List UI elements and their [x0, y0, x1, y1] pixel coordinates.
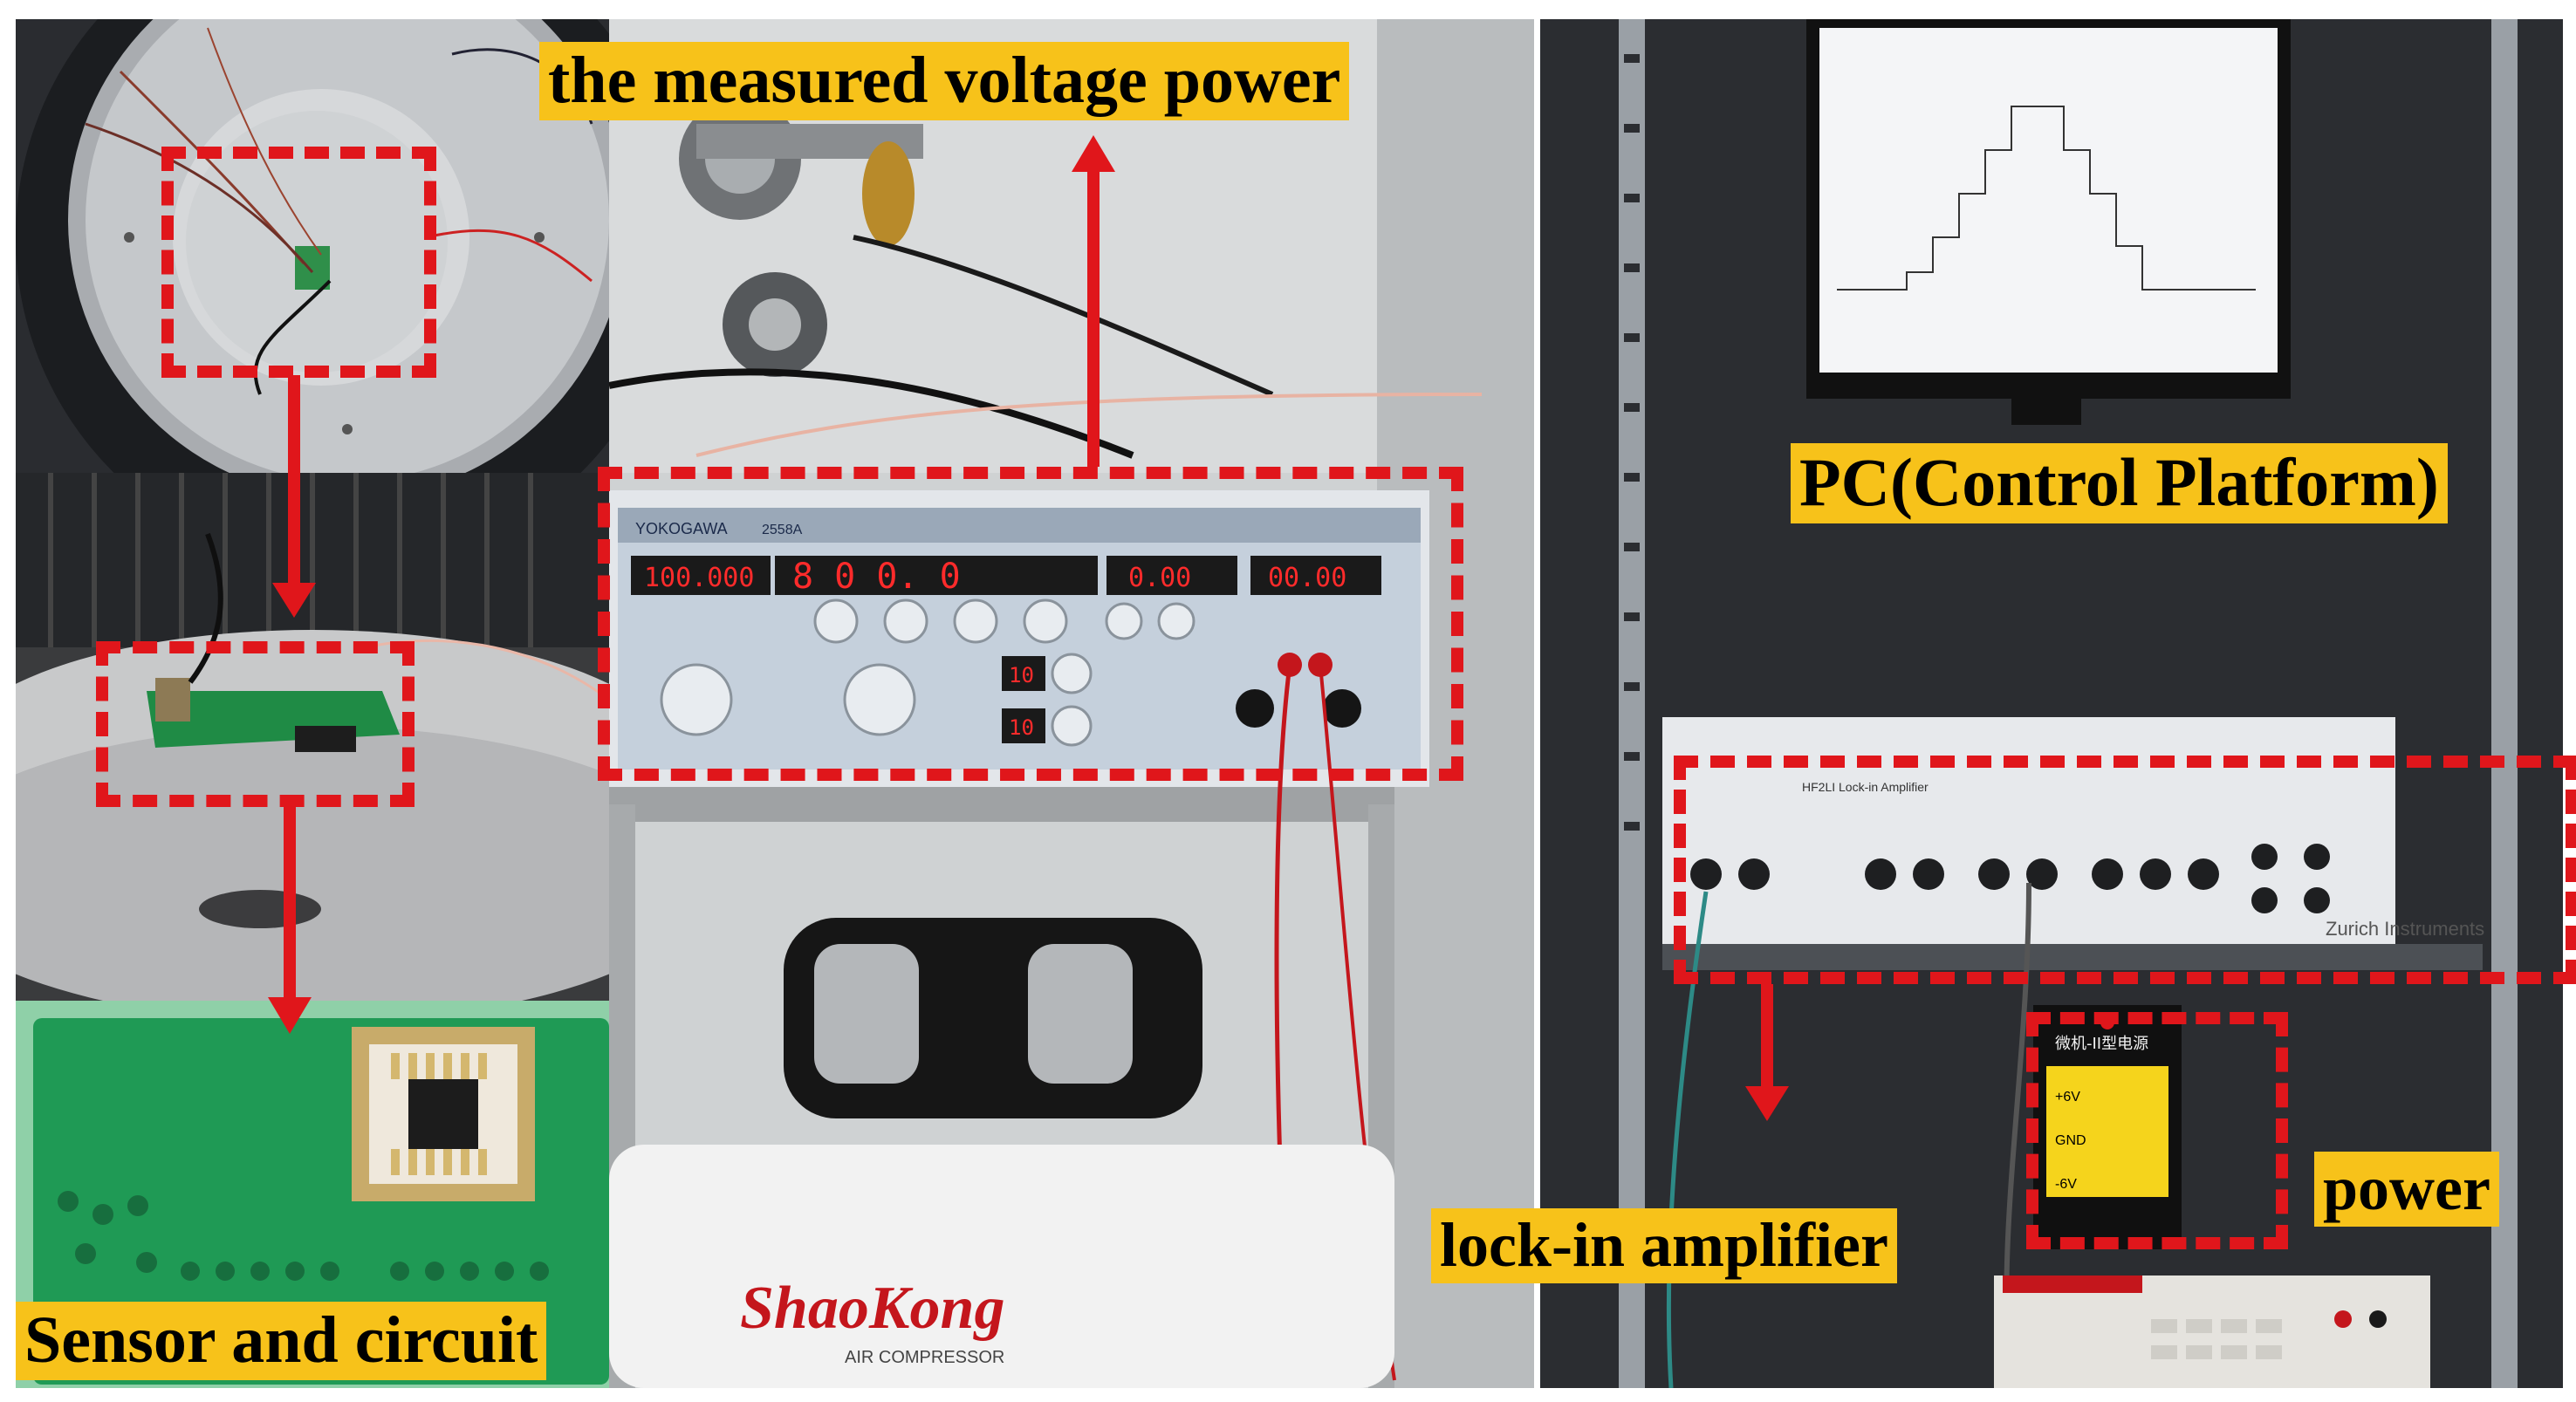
- photo-voltage-source-rack: 100.000 8 0 0. 0 0.00 00.00 YOKOGAWA 255…: [609, 19, 1534, 1388]
- supply-label-neg: -6V: [2055, 1177, 2077, 1192]
- display-sub-1: 10: [1009, 663, 1034, 687]
- supply-name: 微机-II型电源: [2055, 1035, 2148, 1053]
- source-model: 2558A: [762, 523, 803, 537]
- photo-pcb-on-disk: [16, 473, 609, 1001]
- source-brand: YOKOGAWA: [635, 520, 728, 537]
- box-chamber-pcb: [161, 147, 436, 378]
- rack-illustration: 100.000 8 0 0. 0 0.00 00.00 YOKOGAWA 255…: [609, 19, 1534, 1388]
- box-lock-in-amplifier: [1674, 756, 2576, 984]
- arrow-chamber-to-pcb: [272, 375, 316, 618]
- label-power: power: [2314, 1152, 2499, 1227]
- display-output: 00.00: [1268, 563, 1346, 593]
- display-main: 8 0 0. 0: [792, 557, 961, 597]
- arrow-source-to-label: [1072, 135, 1115, 467]
- arrow-pcb-to-sensor: [268, 807, 312, 1034]
- label-measured-voltage-power: the measured voltage power: [539, 42, 1350, 120]
- box-pcb-board: [96, 641, 414, 807]
- compressor-brand: ShaoKong: [740, 1275, 1004, 1342]
- display-divider: 0.00: [1128, 563, 1191, 593]
- compressor-subtitle: AIR COMPRESSOR: [845, 1348, 1004, 1367]
- box-power-supply: [2026, 1012, 2288, 1249]
- display-frequency: 100.000: [644, 563, 754, 593]
- arrow-lockin-to-label: [1745, 984, 1789, 1121]
- label-pc-control-platform: PC(Control Platform): [1791, 443, 2448, 523]
- lockin-brand: Zurich Instruments: [2326, 918, 2484, 940]
- supply-label-pos: +6V: [2055, 1090, 2080, 1105]
- pcb-illustration: [16, 473, 609, 1001]
- label-lock-in-amplifier: lock-in amplifier: [1431, 1208, 1897, 1283]
- box-voltage-source: [598, 467, 1463, 781]
- lockin-model: HF2LI Lock-in Amplifier: [1802, 780, 1929, 794]
- display-sub-2: 10: [1009, 715, 1034, 740]
- label-sensor-and-circuit: Sensor and circuit: [16, 1302, 547, 1380]
- supply-label-gnd: GND: [2055, 1133, 2086, 1148]
